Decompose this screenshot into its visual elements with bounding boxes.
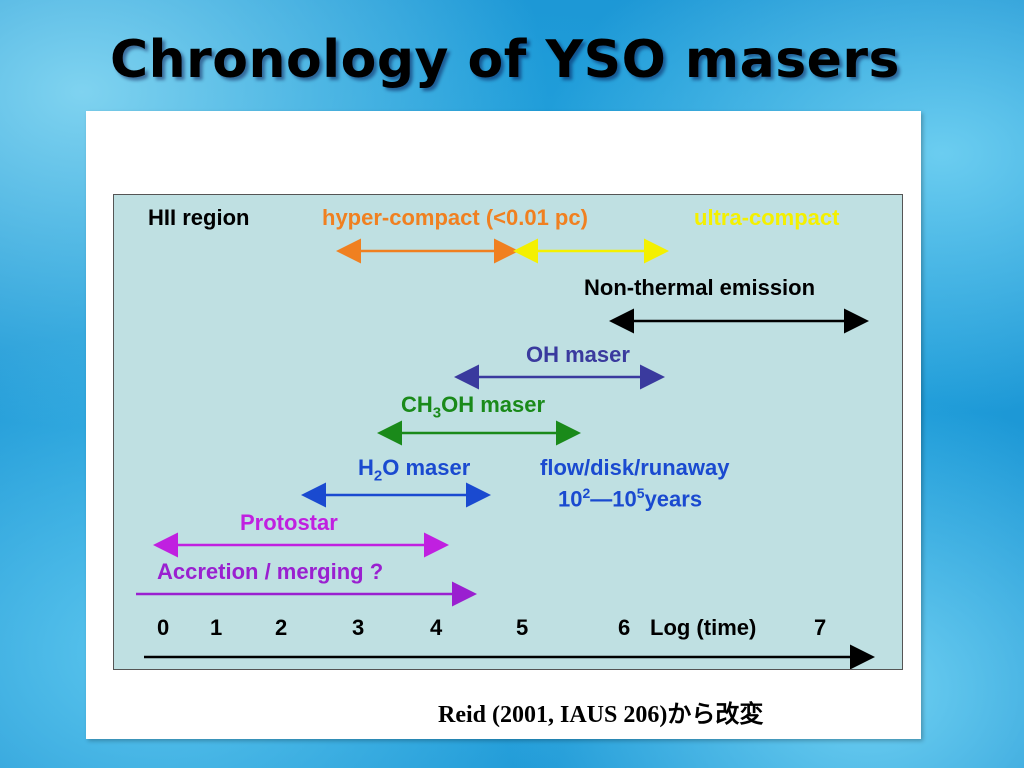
oh-maser-label: OH maser (526, 342, 630, 367)
h2o-maser-label: H2O maser (358, 455, 470, 484)
years-a: 10 (558, 486, 583, 512)
tick-label: 1 (210, 615, 223, 640)
hii-region-label: HII region (148, 205, 250, 230)
tick-label: 6 (618, 615, 631, 640)
tick-label: 5 (516, 615, 529, 640)
years-b-exp: 5 (636, 485, 645, 501)
tick-label: 0 (157, 615, 170, 640)
tick-label: 2 (275, 615, 288, 640)
hyper-compact-label: hyper-compact (<0.01 pc) (322, 205, 588, 230)
h2o-subscript: 2 (373, 467, 383, 485)
figure-panel: HII region hyper-compact (<0.01 pc) ultr… (86, 111, 921, 739)
ch3oh-maser-label: CH3OH maser (401, 392, 545, 421)
ch3oh-subscript: 3 (432, 404, 442, 422)
flow-disk-runaway-label: flow/disk/runaway (540, 455, 730, 480)
ch3oh-prefix: CH (401, 392, 433, 417)
log-time-label: Log (time) (650, 615, 757, 640)
accretion-label: Accretion / merging ? (157, 559, 384, 584)
ultra-compact-label: ultra-compact (694, 205, 840, 230)
years-dash: — (590, 486, 613, 512)
non-thermal-label: Non-thermal emission (584, 275, 816, 300)
arrows-layer (136, 238, 875, 669)
years-range-label: 102—105years (558, 485, 702, 512)
tick-label: 7 (814, 615, 827, 640)
tick-label: 3 (352, 615, 365, 640)
years-a-exp: 2 (582, 485, 591, 501)
h2o-suffix: O maser (382, 455, 471, 480)
chronology-diagram: HII region hyper-compact (<0.01 pc) ultr… (113, 194, 903, 670)
citation: Reid (2001, IAUS 206)から改変 (438, 702, 764, 728)
slide-title: Chronology of YSO masers (109, 30, 901, 90)
ch3oh-suffix: OH maser (441, 392, 546, 417)
years-suffix: years (644, 486, 703, 512)
years-b: 10 (612, 486, 637, 512)
protostar-label: Protostar (240, 510, 338, 535)
h2o-prefix: H (358, 455, 374, 480)
tick-label: 4 (430, 615, 443, 640)
